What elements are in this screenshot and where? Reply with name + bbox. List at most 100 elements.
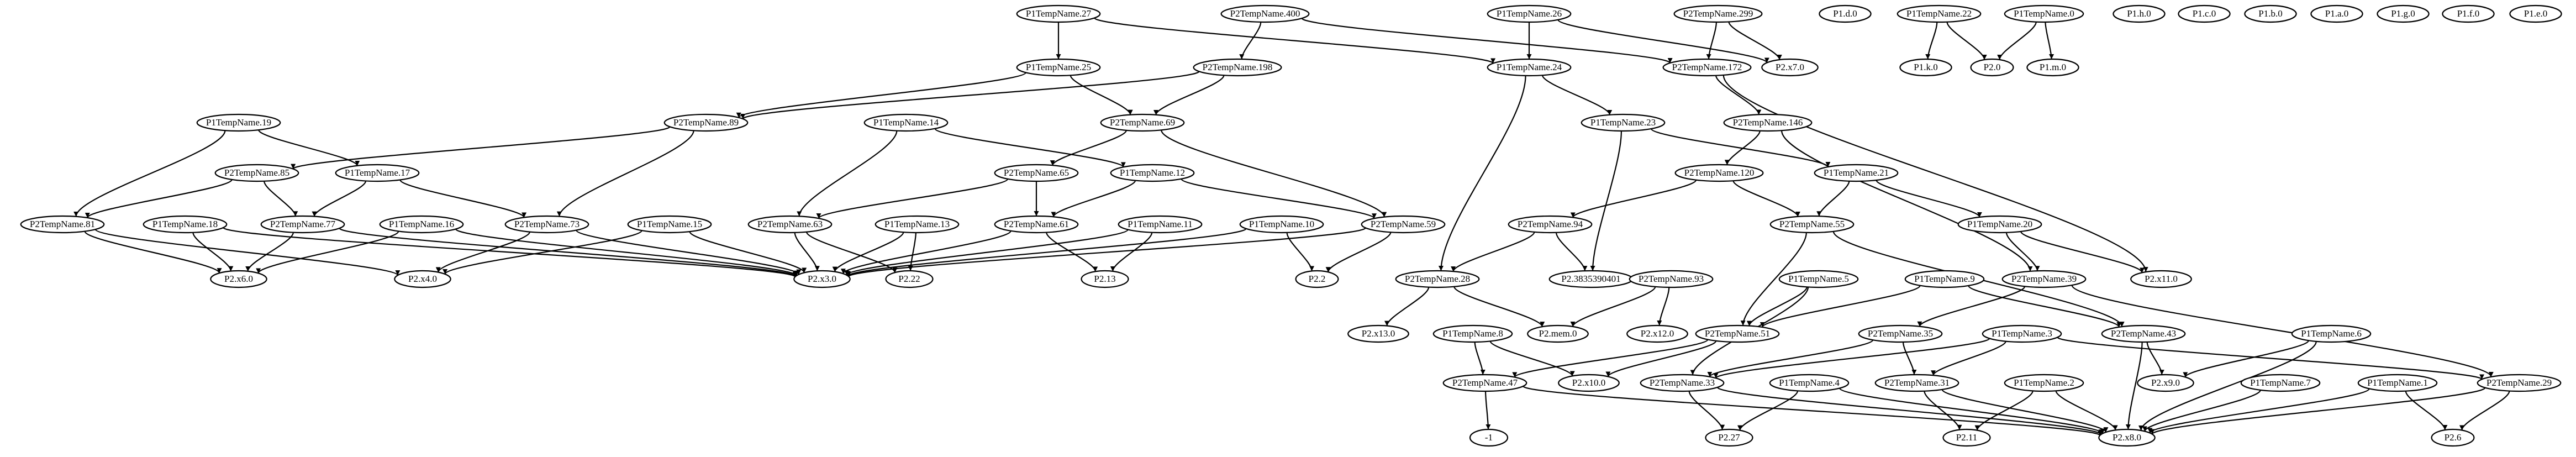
node-label: P2TempName.77 bbox=[270, 219, 336, 229]
graph-node-p2tempname-28: P2TempName.28 bbox=[1395, 270, 1480, 288]
graph-node-p1tempname-6: P1TempName.6 bbox=[2291, 324, 2372, 343]
edge-p2tempname-94-to-p2tempname-28 bbox=[1451, 232, 1535, 272]
edge-p1tempname-1-to-p2-x8-0 bbox=[2147, 388, 2370, 434]
node-ellipse bbox=[994, 164, 1079, 182]
edge-p1tempname-12-to-p2tempname-59 bbox=[1181, 178, 1377, 219]
node-label: P2.13 bbox=[1094, 274, 1115, 284]
node-label: P2TempName.146 bbox=[1733, 117, 1803, 128]
node-label: P2.x11.0 bbox=[2145, 274, 2178, 284]
edge-p1tempname-26-to-p2-x7-0 bbox=[1557, 19, 1769, 64]
node-label: P1.c.0 bbox=[2193, 8, 2216, 19]
edge-p2tempname-47-to-p2-x8-0 bbox=[1523, 385, 2103, 436]
node-ellipse bbox=[1118, 215, 1203, 234]
edge-p1tempname-25-to-p2tempname-89 bbox=[736, 72, 1026, 118]
graph-node-p2tempname-55: P2TempName.55 bbox=[1769, 215, 1855, 234]
graph-node-p2-x7-0: P2.x7.0 bbox=[1761, 58, 1819, 77]
node-ellipse bbox=[1442, 374, 1527, 392]
node-ellipse bbox=[2098, 428, 2156, 447]
edge-p2tempname-28-to-p2-mem-0 bbox=[1453, 286, 1545, 327]
node-ellipse bbox=[1904, 270, 1985, 288]
node-label: P2.3835390401 bbox=[1561, 274, 1620, 284]
node-label: P2.x10.0 bbox=[1572, 377, 1605, 388]
graph-node-p2tempname-31: P2TempName.31 bbox=[1874, 374, 1959, 392]
node-ellipse bbox=[747, 215, 833, 234]
edge-p1tempname-6-to-p2-x9-0 bbox=[2183, 340, 2309, 377]
edge-p2tempname-69-to-p2tempname-65 bbox=[1050, 130, 1127, 166]
graph-node-p1tempname-17: P1TempName.17 bbox=[335, 164, 420, 182]
node-label: P2TempName.172 bbox=[1672, 62, 1742, 72]
node-ellipse bbox=[1347, 324, 1409, 343]
edge-p2tempname-94-to-p2-3835390401 bbox=[1555, 232, 1588, 271]
edge-p2tempname-33-to-p2-x8-0 bbox=[1716, 386, 2104, 435]
node-ellipse bbox=[1858, 324, 1943, 343]
node-ellipse bbox=[1295, 270, 1339, 288]
edge-p2tempname-299-to-p2-x7-0 bbox=[1728, 22, 1782, 60]
edge-p1tempname-21-to-p1tempname-20 bbox=[1876, 180, 1982, 218]
graph-node-p2-mem-0: P2.mem.0 bbox=[1527, 324, 1589, 343]
edge-p1tempname-19-to-p2tempname-81 bbox=[73, 130, 226, 217]
graph-node-p2tempname-47: P2TempName.47 bbox=[1442, 374, 1527, 392]
edge-p2tempname-29-to-p2-x8-0 bbox=[2150, 387, 2486, 435]
edge-p2tempname-120-to-p2tempname-94 bbox=[1570, 180, 1697, 218]
edge-p2tempname-73-to-p2-x4-0 bbox=[435, 232, 531, 273]
graph-node-p2tempname-120: P2TempName.120 bbox=[1674, 164, 1764, 182]
graph-node-p2-x9-0: P2.x9.0 bbox=[2137, 374, 2194, 392]
graph-node-p1-h-0: P1.h.0 bbox=[2113, 4, 2166, 23]
edge-p1tempname-2-to-p2-x8-0 bbox=[2055, 390, 2118, 430]
node-label: P1TempName.8 bbox=[1442, 328, 1503, 339]
edge-p2tempname-172-to-p2tempname-146 bbox=[1715, 75, 1762, 115]
edge-p1tempname-3-to-p2tempname-31 bbox=[1931, 341, 2006, 376]
edge-p1tempname-19-to-p1tempname-17 bbox=[258, 129, 360, 166]
graph-node-p1-m-0: P1.m.0 bbox=[2026, 58, 2079, 77]
node-ellipse bbox=[1469, 428, 1509, 447]
node-ellipse bbox=[1957, 215, 2042, 234]
graph-node-p2tempname-35: P2TempName.35 bbox=[1858, 324, 1943, 343]
graph-node-p1tempname-14: P1TempName.14 bbox=[863, 113, 949, 132]
edge-p1tempname-22-to-p2-0 bbox=[1946, 22, 1987, 60]
edge-p1tempname-16-to-p2-x6-0 bbox=[256, 230, 399, 274]
graph-node-p2tempname-400: P2TempName.400 bbox=[1220, 4, 1310, 23]
node-ellipse bbox=[1100, 113, 1185, 132]
edge-p2tempname-93-to-p2-x12-0 bbox=[1657, 287, 1670, 326]
node-ellipse bbox=[335, 164, 420, 182]
node-label: P2.mem.0 bbox=[1539, 328, 1577, 339]
edge-p2tempname-33-to-p2-27 bbox=[1688, 391, 1725, 430]
node-label: P2TempName.198 bbox=[1203, 62, 1273, 72]
edge-p2tempname-69-to-p2tempname-59 bbox=[1161, 130, 1387, 217]
node-label: P1.m.0 bbox=[2040, 62, 2066, 72]
graph-node-p2tempname-39: P2TempName.39 bbox=[2001, 270, 2087, 288]
node-ellipse bbox=[1982, 324, 2062, 343]
node-label: P1.h.0 bbox=[2127, 8, 2151, 19]
node-label: P1.k.0 bbox=[1914, 62, 1937, 72]
edge-p2tempname-28-to-p2-x13-0 bbox=[1384, 287, 1430, 326]
node-ellipse bbox=[1662, 58, 1752, 77]
node-label: P2TempName.94 bbox=[1518, 219, 1583, 229]
node-ellipse bbox=[2442, 4, 2495, 23]
node-ellipse bbox=[1016, 58, 1101, 77]
node-ellipse bbox=[1673, 4, 1763, 23]
graph-node-p2tempname-33: P2TempName.33 bbox=[1640, 374, 1725, 392]
edge-p1tempname-11-to-p2-x3-0 bbox=[844, 229, 1129, 276]
node-ellipse bbox=[1581, 113, 1666, 132]
edge-p1tempname-12-to-p2tempname-61 bbox=[1051, 180, 1136, 217]
node-label: P1.e.0 bbox=[2524, 8, 2548, 19]
graph-node-p2tempname-85: P2TempName.85 bbox=[214, 164, 299, 182]
node-label: P2TempName.51 bbox=[1705, 328, 1770, 339]
node-ellipse bbox=[1705, 428, 1753, 447]
node-label: P1TempName.6 bbox=[2301, 328, 2362, 339]
graph-node-p2-x12-0: P2.x12.0 bbox=[1626, 324, 1688, 343]
node-ellipse bbox=[394, 270, 451, 288]
edge-p2tempname-400-to-p2tempname-172 bbox=[1301, 18, 1673, 64]
node-label: P2TempName.39 bbox=[2011, 274, 2077, 284]
graph-node-p2-x10-0: P2.x10.0 bbox=[1558, 374, 1620, 392]
edge-p1tempname-25-to-p2tempname-69 bbox=[1070, 75, 1133, 115]
node-label: P1TempName.21 bbox=[1824, 167, 1889, 178]
node-label: P1TempName.26 bbox=[1497, 8, 1562, 19]
node-ellipse bbox=[2178, 4, 2231, 23]
node-ellipse bbox=[1110, 164, 1195, 182]
edge-p2tempname-61-to-p2-13 bbox=[1046, 232, 1098, 272]
edge-p2tempname-89-to-p2tempname-85 bbox=[291, 126, 671, 170]
edge-p2tempname-93-to-p2-mem-0 bbox=[1570, 286, 1656, 327]
node-ellipse bbox=[1361, 215, 1446, 234]
node-ellipse bbox=[1081, 270, 1129, 288]
